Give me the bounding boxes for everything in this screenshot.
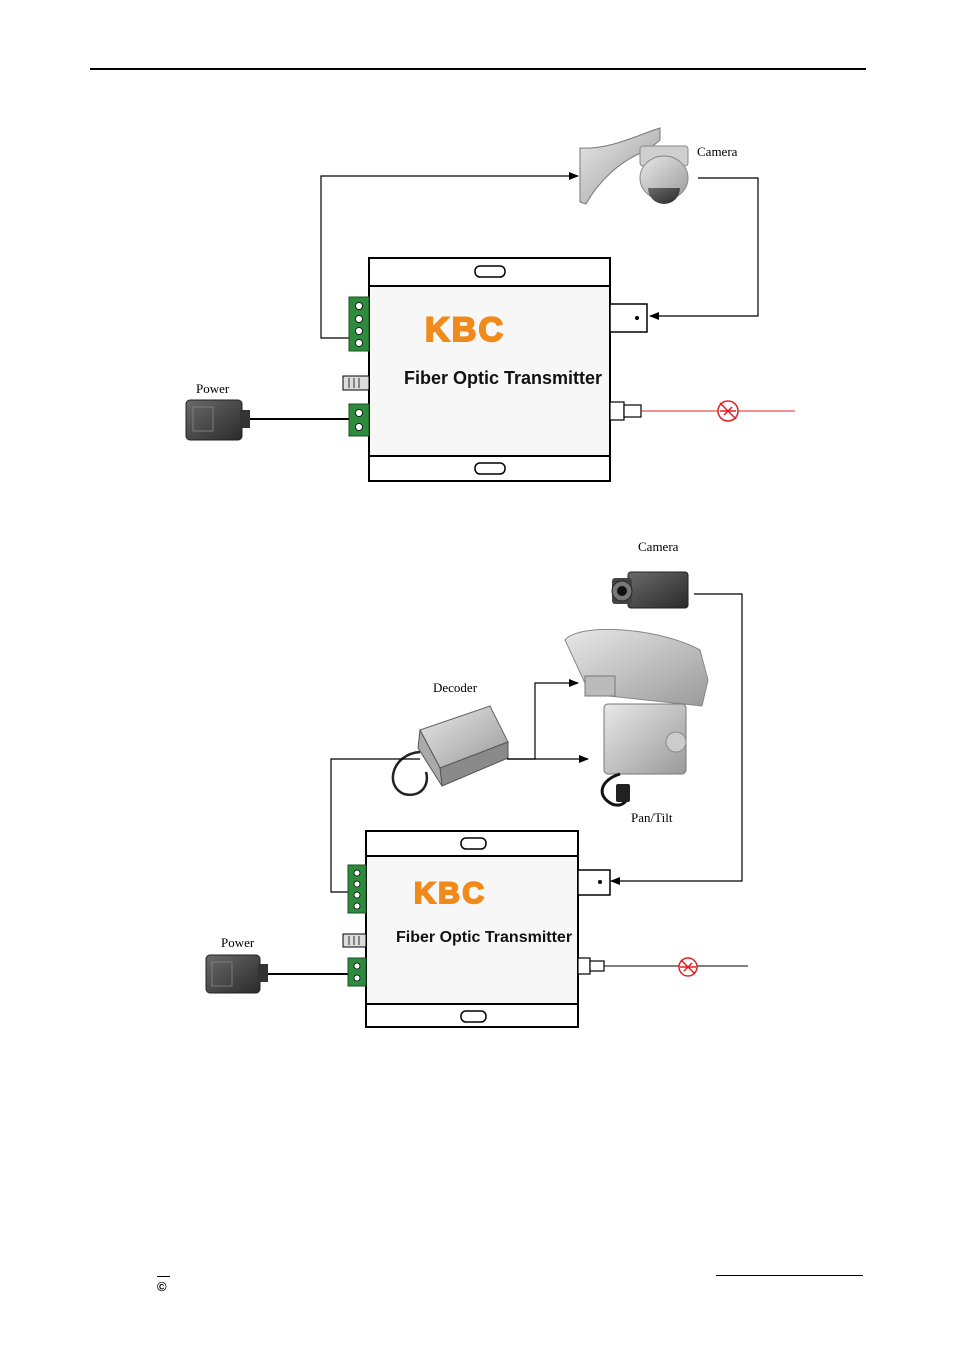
bnc-connector-icon [609, 303, 648, 333]
power-label-2: Power [221, 935, 255, 950]
copyright-symbol: © [157, 1279, 167, 1294]
control-terminal [348, 296, 370, 352]
camera-housing-icon [564, 628, 709, 707]
fiber-optic-transmitter-2: KBC Fiber Optic Transmitter [342, 830, 611, 1028]
power-terminal-2 [347, 957, 367, 987]
fuse-holder-2 [342, 933, 367, 948]
fiber-break-icon [678, 957, 698, 977]
control-wire [320, 172, 579, 339]
kbc-logo: KBC [425, 311, 503, 349]
header-rule [90, 68, 866, 70]
footer-rule-right [716, 1275, 863, 1276]
fiber-optic-transmitter: KBC Fiber Optic Transmitter [342, 257, 648, 482]
box-camera-icon [611, 571, 689, 609]
fiber-break-icon [717, 400, 739, 422]
camera-label: Camera [697, 144, 738, 159]
fiber-connector-icon [609, 401, 642, 421]
power-label: Power [196, 381, 230, 396]
video-wire [649, 177, 759, 320]
decoder-icon [391, 705, 509, 797]
control-wire-2 [330, 758, 420, 893]
footer-rule-left [157, 1276, 170, 1277]
kbc-logo-2: KBC [414, 877, 484, 910]
mounting-slot [474, 462, 506, 475]
mounting-slot [474, 265, 506, 278]
fuse-holder [342, 375, 370, 391]
housing-wire [507, 679, 579, 760]
control-terminal-2 [347, 864, 367, 914]
mounting-slot [460, 1010, 487, 1023]
fiber-connector-icon [577, 957, 605, 975]
mounting-slot [460, 837, 487, 850]
decoder-label: Decoder [433, 680, 478, 695]
dome-camera-icon [579, 127, 689, 205]
pan-tilt-icon [600, 703, 687, 807]
power-adapter-icon [205, 954, 268, 994]
power-terminal [348, 403, 370, 437]
power-adapter-icon [185, 399, 250, 441]
pan-tilt-label: Pan/Tilt [631, 810, 673, 825]
diagram-1: Camera Power [185, 127, 795, 482]
camera-label-2: Camera [638, 539, 679, 554]
bnc-connector-icon [577, 869, 611, 896]
video-wire-2 [610, 593, 743, 885]
device-title: Fiber Optic Transmitter [404, 368, 602, 388]
diagram-2: Camera Pan/Tilt Decoder [205, 539, 748, 1028]
device-title-2: Fiber Optic Transmitter [396, 929, 572, 946]
